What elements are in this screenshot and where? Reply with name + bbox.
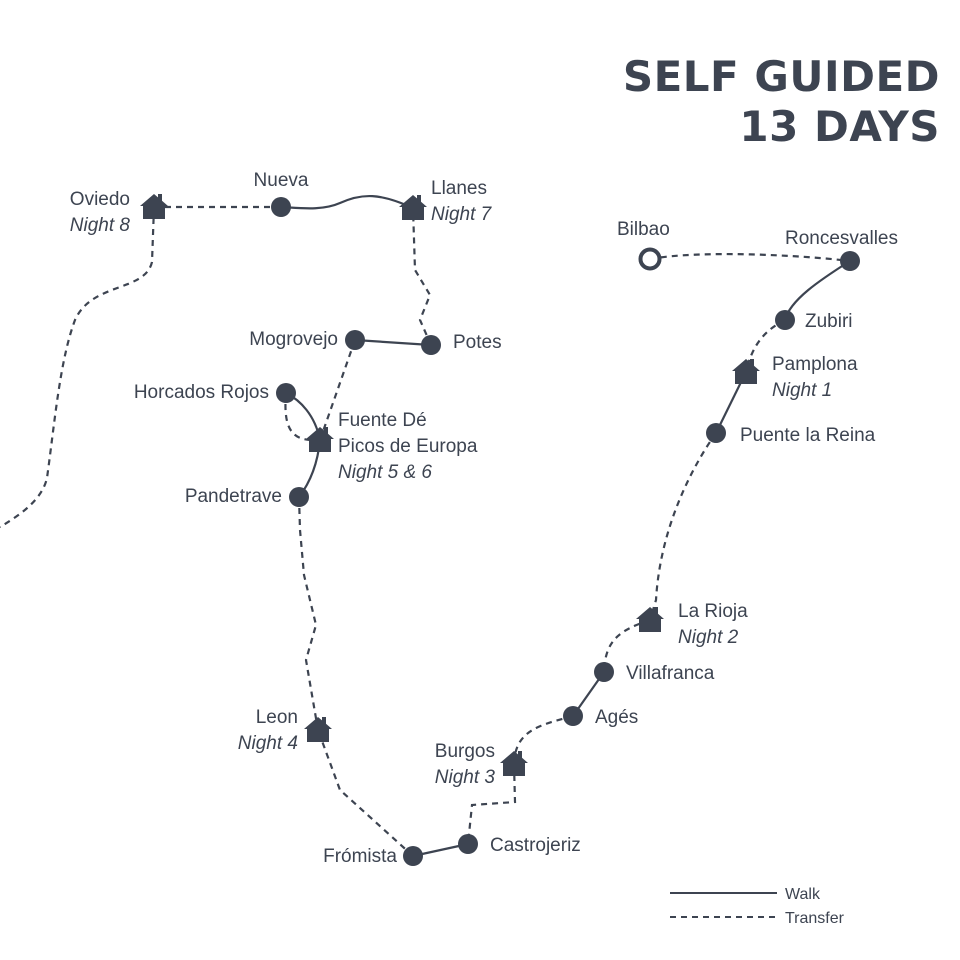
stop-marker-zubiri — [775, 310, 795, 330]
horcados-name-label: Horcados Rojos — [134, 382, 269, 403]
house-icon-leon — [304, 717, 332, 742]
roncesvalles-name-label: Roncesvalles — [785, 228, 898, 249]
house-icon-llanes — [399, 195, 427, 220]
transfer-route — [648, 432, 717, 621]
house-icon-fuente — [306, 427, 334, 452]
pamplona-night-label: Night 1 — [772, 380, 832, 401]
stop-marker-potes — [421, 335, 441, 355]
fromista-name-label: Frómista — [323, 846, 397, 867]
house-icon-burgos — [500, 751, 528, 776]
stop-marker-mogrovejo — [345, 330, 365, 350]
legend: Walk Transfer — [670, 886, 845, 927]
stop-marker-castrojeriz — [458, 834, 478, 854]
burgos-name-label: Burgos — [435, 741, 495, 762]
transfer-route — [466, 763, 517, 845]
title-line-1: SELF GUIDED — [622, 52, 940, 101]
potes-name-label: Potes — [453, 332, 502, 353]
start-marker-bilbao — [638, 247, 662, 271]
walk-route — [280, 194, 414, 210]
villafranca-name-label: Villafranca — [626, 663, 715, 684]
legend-walk-label: Walk — [785, 886, 821, 903]
leon-night-label: Night 4 — [238, 733, 298, 754]
legend-transfer-label: Transfer — [785, 910, 845, 927]
stop-marker-puente — [706, 423, 726, 443]
title-line-2: 13 DAYS — [739, 102, 940, 151]
transfer-route — [0, 206, 156, 528]
transfer-route — [318, 339, 357, 441]
transfer-route — [316, 729, 414, 857]
house-icon-pamplona — [732, 359, 760, 384]
stop-marker-roncesvalles — [840, 251, 860, 271]
castrojeriz-name-label: Castrojeriz — [490, 835, 581, 856]
stop-marker-ages — [563, 706, 583, 726]
zubiri-name-label: Zubiri — [805, 311, 853, 332]
pandetrave-name-label: Pandetrave — [185, 486, 282, 507]
mogrovejo-name-label: Mogrovejo — [249, 329, 338, 350]
burgos-night-label: Night 3 — [435, 767, 496, 788]
transfer-route — [649, 252, 851, 263]
oviedo-name-label: Oviedo — [70, 189, 130, 210]
transfer-route — [297, 496, 320, 731]
ages-name-label: Agés — [595, 707, 638, 728]
fuente-night-label: Night 5 & 6 — [338, 462, 432, 483]
stop-marker-fromista — [403, 846, 423, 866]
stop-marker-horcados — [276, 383, 296, 403]
map-title: SELF GUIDED 13 DAYS — [623, 52, 940, 152]
fuente-name2-label: Picos de Europa — [338, 436, 478, 457]
rioja-name-label: La Rioja — [678, 601, 748, 622]
oviedo-night-label: Night 8 — [70, 215, 131, 236]
llanes-night-label: Night 7 — [431, 204, 493, 225]
nueva-name-label: Nueva — [254, 170, 309, 191]
stop-marker-nueva — [271, 197, 291, 217]
walk-route — [354, 338, 432, 347]
rioja-night-label: Night 2 — [678, 627, 739, 648]
transfer-route — [512, 714, 574, 765]
house-icon-rioja — [636, 607, 664, 632]
leon-name-label: Leon — [256, 707, 298, 728]
llanes-name-label: Llanes — [431, 178, 487, 199]
puente-name-label: Puente la Reina — [740, 425, 876, 446]
pamplona-name-label: Pamplona — [772, 354, 858, 375]
transfer-route — [411, 207, 433, 346]
house-icon-oviedo — [140, 194, 168, 219]
bilbao-name-label: Bilbao — [617, 219, 670, 240]
fuente-name-label: Fuente Dé — [338, 410, 427, 431]
stop-marker-pandetrave — [289, 487, 309, 507]
stop-marker-villafranca — [594, 662, 614, 682]
